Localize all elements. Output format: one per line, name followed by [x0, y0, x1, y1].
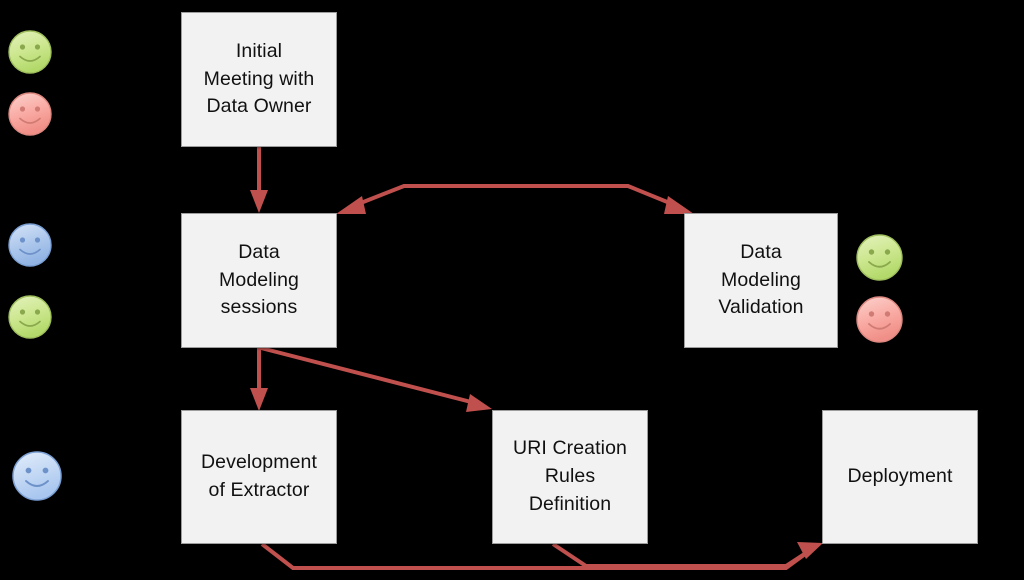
node-initial-meeting[interactable]: Initial Meeting with Data Owner	[181, 12, 337, 147]
node-deployment[interactable]: Deployment	[822, 410, 978, 544]
green-smiley-icon	[8, 30, 52, 74]
connector-uri-rules-to-deployment	[551, 542, 814, 568]
pink-smiley-icon	[8, 92, 52, 136]
blue-smiley-icon	[12, 451, 62, 501]
green-smiley-icon	[8, 295, 52, 339]
connector-initial-to-sessions	[250, 147, 268, 213]
connector-sessions-validation-feedback	[336, 184, 694, 214]
node-data-modeling-sessions[interactable]: Data Modeling sessions	[181, 213, 337, 348]
green-smiley-icon	[856, 234, 903, 281]
connector-sessions-to-uri-rules	[260, 346, 492, 412]
node-data-modeling-validation[interactable]: Data Modeling Validation	[684, 213, 838, 348]
node-development-of-extractor[interactable]: Development of Extractor	[181, 410, 337, 544]
node-uri-creation-rules[interactable]: URI Creation Rules Definition	[492, 410, 648, 544]
blue-smiley-icon	[8, 223, 52, 267]
connector-sessions-to-extractor	[250, 348, 268, 411]
pink-smiley-icon	[856, 296, 903, 343]
connector-extractor-to-deployment	[260, 542, 823, 570]
